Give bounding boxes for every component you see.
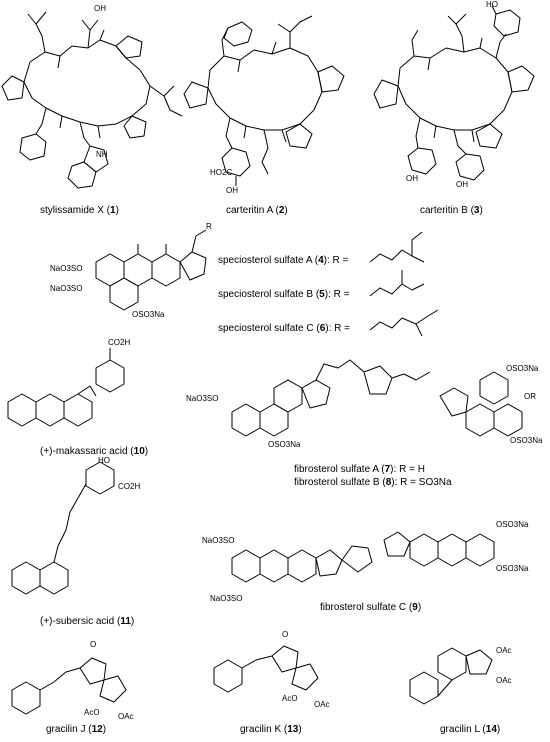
compound-label: fibrosterol sulfate B (8): R = SO3Na	[294, 477, 452, 488]
oac-label: OAc	[118, 712, 134, 721]
o-label: O	[282, 630, 289, 639]
compound-label: fibrosterol sulfate A (7): R = H	[294, 464, 425, 475]
carteritin-b-structure	[373, 5, 535, 181]
compound-label: speciosterol sulfate B (5): R =	[218, 289, 350, 300]
oso3na-label: OSO3Na	[268, 440, 301, 449]
oso3na-label: OSO3Na	[132, 310, 165, 319]
compound-label: gracilin L (14)	[440, 724, 501, 735]
ho-label: HO	[486, 0, 498, 9]
ho2c-label: HO2C	[210, 168, 233, 177]
oh-label: OH	[406, 174, 418, 183]
o-label: O	[90, 640, 97, 649]
co2h-label: CO2H	[118, 482, 141, 491]
compound-label: speciosterol sulfate C (6): R =	[218, 323, 351, 334]
nh-label: NH	[96, 150, 108, 159]
compound-label: (+)-makassaric acid (10)	[40, 446, 149, 457]
naso3-label: NaO3SO	[50, 264, 83, 273]
oso3na-label: OSO3Na	[510, 436, 543, 445]
speciosterol-core-structure	[95, 229, 207, 311]
compound-label: carteritin B (3)	[420, 205, 483, 216]
oac-label: OAc	[496, 676, 512, 685]
oh-label: OH	[456, 180, 468, 189]
or-label: OR	[524, 392, 536, 401]
naso3-label: NaO3SO	[210, 594, 243, 603]
compound-label: (+)-subersic acid (11)	[40, 616, 135, 627]
naso3-label: NaO3SO	[186, 394, 219, 403]
compound-label: gracilin J (12)	[46, 724, 107, 735]
ho-label: HO	[98, 456, 110, 465]
compound-label: stylissamide X (1)	[40, 205, 119, 216]
oac-label: OAc	[496, 646, 512, 655]
aco-label: AcO	[282, 694, 298, 703]
oso3na-label: OSO3Na	[496, 520, 529, 529]
co2h-label: CO2H	[108, 338, 131, 347]
stylissamide-x-structure	[1, 11, 183, 189]
r-label: R	[206, 222, 212, 231]
subersic-acid-structure	[11, 461, 115, 595]
oh-label: OH	[226, 186, 238, 195]
oac-label: OAc	[314, 700, 330, 709]
oso3na-label: OSO3Na	[506, 364, 539, 373]
gracilin-l-structure	[409, 647, 493, 705]
aco-label: AcO	[84, 708, 100, 717]
naso3-label: NaO3SO	[202, 536, 235, 545]
gracilin-j-structure	[11, 657, 127, 715]
oso3na-label: OSO3Na	[496, 564, 529, 573]
fibrosterol-ab-structure	[231, 359, 523, 437]
oh-label: OH	[94, 4, 106, 13]
compound-label: gracilin K (13)	[240, 724, 302, 735]
compound-label: fibrosterol sulfate C (9)	[320, 602, 422, 613]
fibrosterol-c-structure	[231, 531, 495, 583]
carteritin-a-structure	[183, 15, 345, 186]
gracilin-k-structure	[213, 645, 319, 693]
naso3-label: NaO3SO	[50, 284, 83, 293]
compound-label: speciosterol sulfate A (4): R =	[218, 255, 349, 266]
speciosterol-side-chains	[369, 231, 439, 337]
makassaric-acid-structure	[7, 348, 125, 427]
compound-label: carteritin A (2)	[226, 205, 288, 216]
